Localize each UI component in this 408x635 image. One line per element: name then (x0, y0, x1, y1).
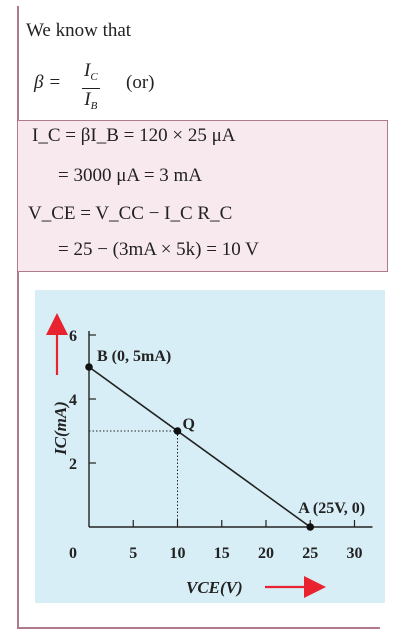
chart-ticks: 5 10 15 20 25 30 2 4 6 0 (69, 328, 363, 562)
x-tick-label: 5 (129, 545, 137, 562)
y-axis-label: IC(mA) (51, 401, 70, 456)
calculation-box: I_C = βI_B = 120 × 25 μA = 3000 μA = 3 m… (17, 120, 388, 272)
beta-equation: β = IC IB (or) (34, 60, 174, 112)
point-label: A (25V, 0) (298, 500, 365, 517)
point-b (85, 363, 93, 371)
beta-fraction: IC IB (82, 60, 100, 117)
calc-line-4: = 25 − (3mA × 5k) = 10 V (58, 239, 259, 260)
x-tick-label: 10 (170, 545, 186, 562)
y-tick-label: 4 (69, 392, 77, 409)
y-tick-label: 2 (69, 456, 77, 473)
point-label: B (0, 5mA) (97, 348, 171, 365)
chart-series (88, 366, 311, 528)
intro-text: We know that (26, 20, 132, 41)
load-line-chart-panel (35, 290, 385, 603)
x-tick-label: 30 (347, 545, 363, 562)
x-tick-label: 15 (214, 545, 230, 562)
beta-numerator-sub: C (90, 71, 98, 83)
calc-line-2: = 3000 μA = 3 mA (58, 165, 203, 186)
beta-or: (or) (126, 72, 155, 93)
point-a (306, 523, 315, 531)
chart-points (85, 363, 315, 531)
load-line (88, 366, 311, 528)
beta-denominator-sub: B (90, 100, 98, 112)
beta-denominator: I (84, 89, 91, 110)
origin-label: 0 (69, 545, 77, 562)
x-tick-label: 25 (302, 545, 318, 562)
chart-labels: B (0, 5mA) Q A (25V, 0) IC(mA) VCE(V) (46, 313, 365, 598)
point-label: Q (183, 416, 195, 433)
x-tick-label: 20 (258, 545, 274, 562)
x-axis-label: VCE(V) (186, 578, 243, 597)
beta-numerator: I (84, 60, 91, 81)
calc-line-3: V_CE = V_CC − I_C R_C (28, 203, 233, 224)
calc-line-1: I_C = βI_B = 120 × 25 μA (32, 125, 236, 146)
y-tick-label: 6 (69, 328, 77, 345)
left-border-rule (17, 6, 19, 628)
bottom-border-rule (17, 627, 380, 629)
beta-lhs: β = (34, 72, 62, 93)
point-q (173, 427, 182, 435)
